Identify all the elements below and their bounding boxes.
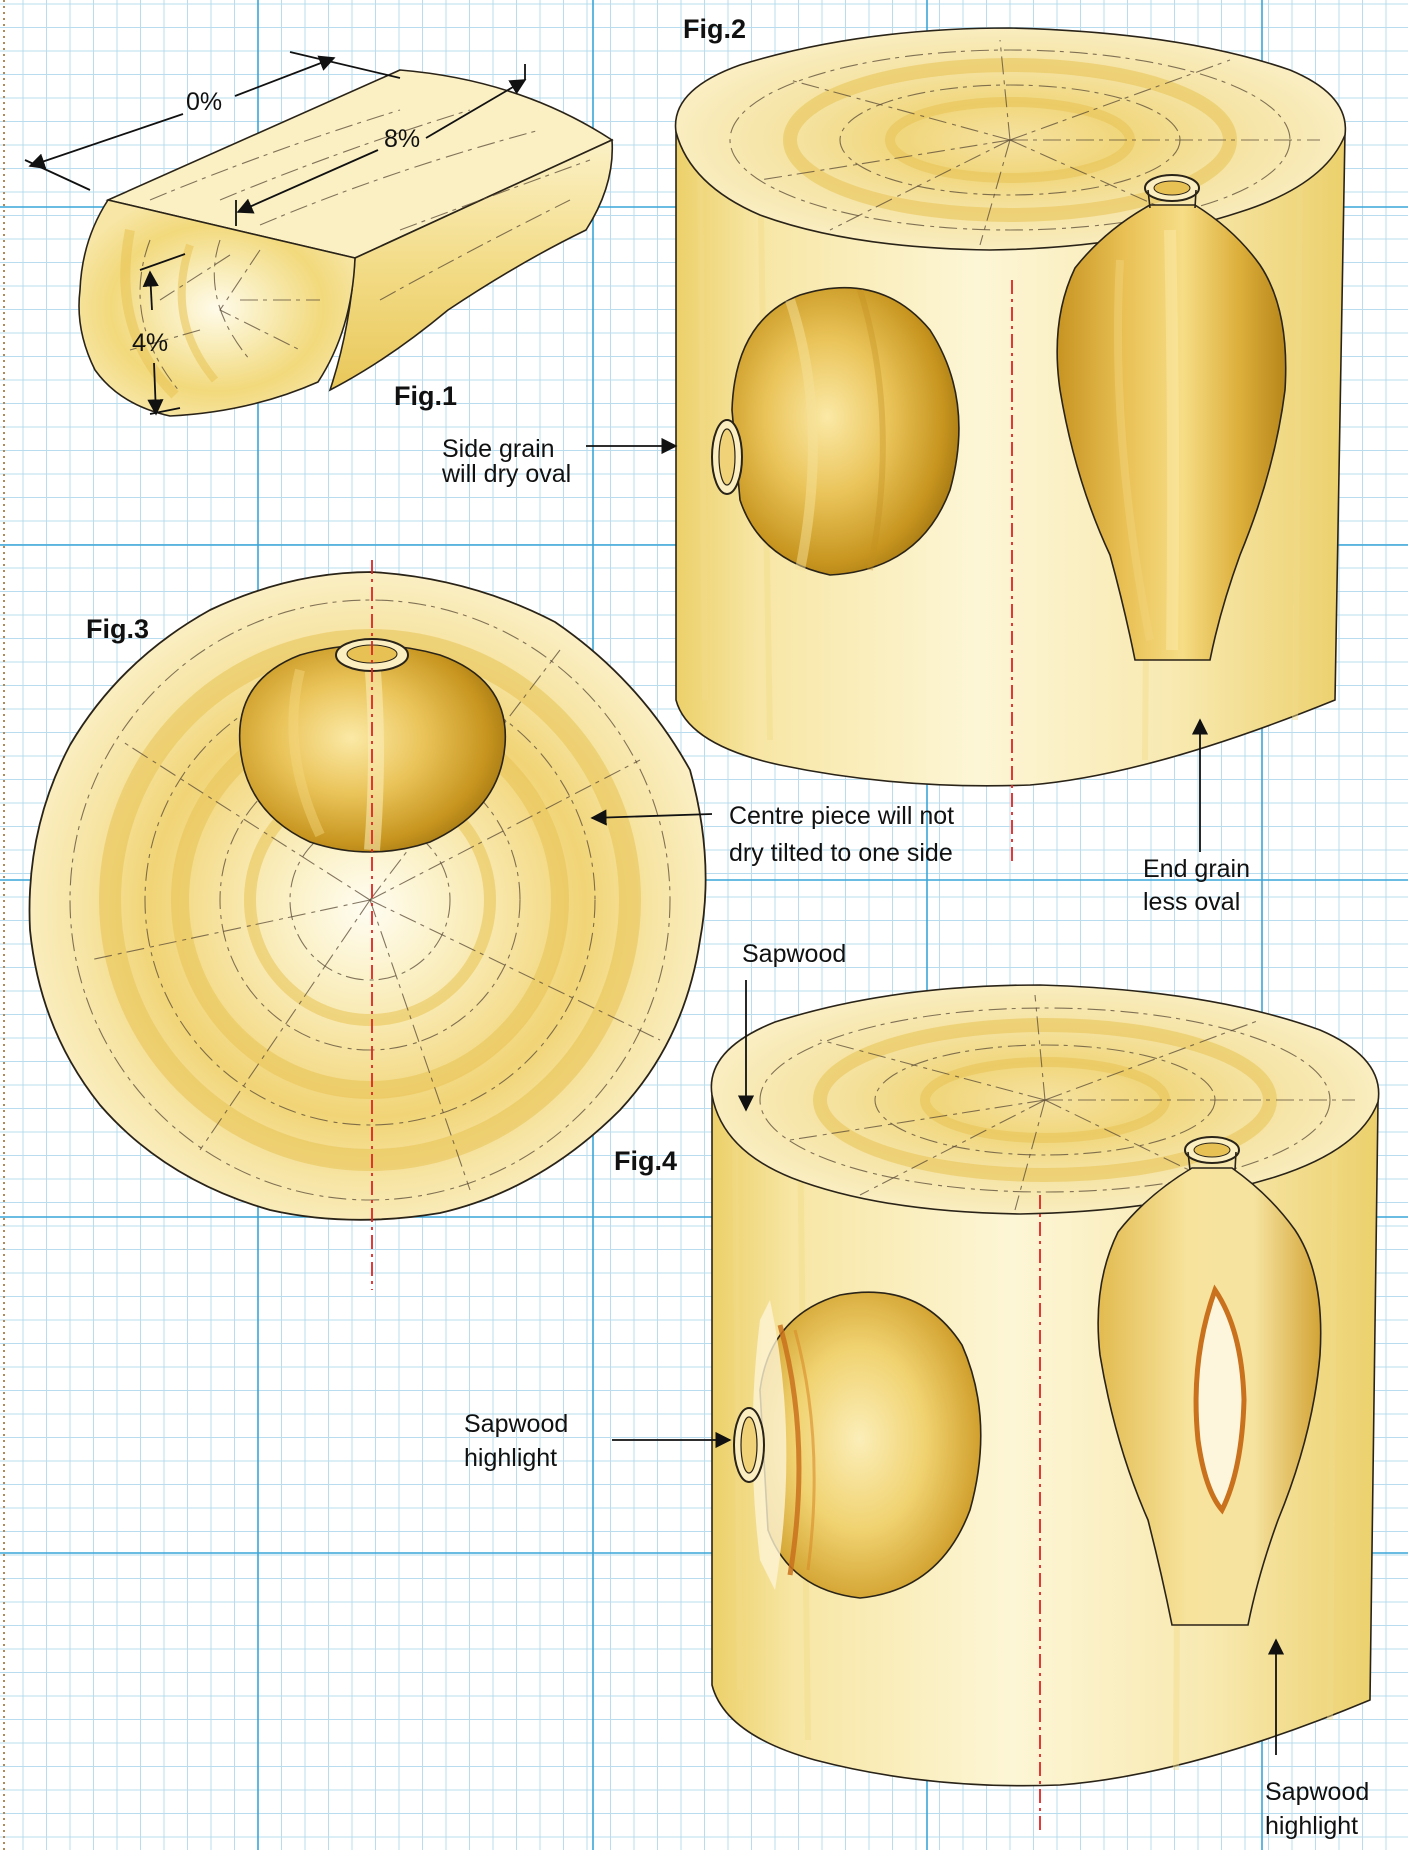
sapwood-label: Sapwood: [742, 940, 846, 968]
side-grain-line1: Side grain: [442, 435, 555, 463]
dim-radial-label: 4%: [132, 329, 168, 357]
sapwood-highlight-bottom-line1: Sapwood: [1265, 1778, 1369, 1806]
sapwood-highlight-bottom-line2: highlight: [1265, 1812, 1358, 1840]
centre-piece-line2: dry tilted to one side: [729, 839, 953, 867]
sapwood-highlight-left-line1: Sapwood: [464, 1410, 568, 1438]
end-grain-line1: End grain: [1143, 855, 1250, 883]
side-grain-line2: will dry oval: [441, 460, 571, 488]
fig3-title: Fig.3: [86, 614, 149, 644]
fig2-title: Fig.2: [683, 14, 746, 44]
fig4-sphere-vessel: [734, 1292, 981, 1598]
dim-length-label: 0%: [186, 88, 222, 116]
centre-piece-line1: Centre piece will not: [729, 802, 954, 830]
fig1-title: Fig.1: [394, 381, 457, 411]
end-grain-line2: less oval: [1143, 888, 1240, 916]
sapwood-highlight-left-line2: highlight: [464, 1444, 557, 1472]
dim-tangential-label: 8%: [384, 125, 420, 153]
fig4-title: Fig.4: [614, 1146, 677, 1176]
